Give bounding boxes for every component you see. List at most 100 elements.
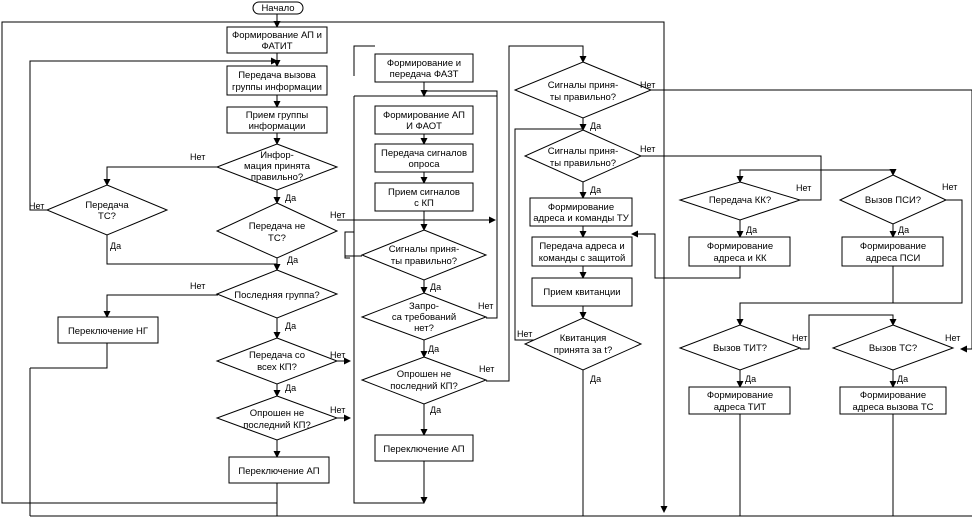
svg-text:правильно?: правильно? (251, 172, 303, 183)
diamond-ts-call: Вызов ТС? (831, 324, 955, 371)
label-no: Нет (640, 80, 655, 90)
label-yes: Да (110, 241, 121, 251)
svg-text:Формирование: Формирование (707, 390, 773, 401)
label-yes: Да (746, 225, 757, 235)
svg-text:са требований: са требований (392, 312, 456, 323)
svg-text:Передача: Передача (85, 200, 129, 211)
svg-text:ТС?: ТС? (98, 211, 116, 222)
label-yes: Да (430, 282, 441, 292)
svg-text:ты правильно?: ты правильно? (550, 158, 616, 169)
svg-text:Формирование: Формирование (548, 202, 614, 213)
svg-text:Прием квитанции: Прием квитанции (543, 287, 620, 298)
label-no: Нет (796, 183, 811, 193)
svg-text:Передача не: Передача не (249, 221, 306, 232)
connectors (1, 14, 972, 517)
svg-text:Формирование АП и: Формирование АП и (232, 30, 322, 41)
svg-text:адреса и КК: адреса и КК (713, 253, 767, 264)
box-send-protected: Передача адреса и команды с защитой (531, 236, 633, 267)
svg-text:Квитанция: Квитанция (560, 333, 607, 344)
svg-text:информации: информации (249, 121, 306, 132)
label-no: Нет (190, 281, 205, 291)
svg-text:всех КП?: всех КП? (257, 362, 297, 373)
label-yes: Да (285, 193, 296, 203)
box-switch-ng: Переключение НГ (57, 316, 159, 344)
svg-text:Формирование АП: Формирование АП (383, 110, 465, 121)
box-recv-kp: Прием сигналов с КП (374, 182, 474, 212)
svg-text:группы информации: группы информации (232, 82, 322, 93)
start-terminal: Начало (252, 1, 304, 15)
box-form-kk: Формирование адреса и КК (688, 236, 791, 267)
svg-text:Запро-: Запро- (409, 301, 439, 312)
box-form-psi: Формирование адреса ПСИ (841, 236, 944, 267)
label-yes: Да (430, 405, 441, 415)
label-no: Нет (190, 152, 205, 162)
svg-text:Формирование: Формирование (860, 390, 926, 401)
branch-labels: Нет Да Нет Да Нет Да Нет Да Нет Да Нет Д… (29, 80, 960, 415)
svg-text:Передача вызова: Передача вызова (238, 70, 316, 81)
diamond-kk: Передача КК? (678, 181, 802, 221)
box-recv-ack: Прием квитанции (531, 277, 633, 307)
svg-text:адреса ПСИ: адреса ПСИ (866, 253, 921, 264)
label-yes: Да (428, 344, 439, 354)
label-no: Нет (330, 210, 345, 220)
svg-text:ты правильно?: ты правильно? (550, 92, 616, 103)
svg-text:Переключение АП: Переключение АП (238, 466, 319, 477)
svg-text:Формирование: Формирование (860, 241, 926, 252)
svg-text:команды с защитой: команды с защитой (539, 253, 626, 264)
label-no: Нет (945, 333, 960, 343)
svg-text:Формирование и: Формирование и (387, 58, 461, 69)
label-no: Нет (478, 301, 493, 311)
svg-text:Инфор-: Инфор- (260, 150, 294, 161)
label-yes: Да (285, 383, 296, 393)
svg-text:Передача КК?: Передача КК? (709, 195, 771, 206)
label-yes: Да (287, 255, 298, 265)
label-yes: Да (590, 121, 601, 131)
svg-text:Сигналы приня-: Сигналы приня- (548, 80, 618, 91)
svg-text:Опрошен не: Опрошен не (250, 408, 304, 419)
svg-text:нет?: нет? (414, 323, 434, 334)
label-yes: Да (745, 374, 756, 384)
svg-text:Переключение АП: Переключение АП (383, 444, 464, 455)
svg-text:Опрошен не: Опрошен не (397, 369, 451, 380)
diamond-not-last-kp-1: Опрошен не последний КП? (215, 395, 339, 441)
label-no: Нет (640, 144, 655, 154)
box-faot: Формирование АП И ФАОТ (374, 105, 474, 135)
box-fazt: Формирование и передача ФАЗТ (374, 53, 474, 83)
svg-text:последний КП?: последний КП? (243, 420, 310, 431)
box-call-group: Передача вызова группы информации (226, 65, 328, 96)
svg-text:И ФАОТ: И ФАОТ (406, 121, 442, 132)
svg-text:опроса: опроса (408, 159, 440, 170)
svg-text:Прием группы: Прием группы (246, 110, 309, 121)
svg-text:Формирование: Формирование (707, 241, 773, 252)
svg-text:адреса ТИТ: адреса ТИТ (714, 402, 767, 413)
box-switch-ap-2: Переключение АП (374, 434, 474, 462)
diamond-info-ok: Инфор- мация принята правильно? (215, 143, 339, 191)
svg-text:Передача сигналов: Передача сигналов (381, 148, 467, 159)
diamond-last-group: Последняя группа? (215, 269, 339, 319)
svg-text:Вызов ТИТ?: Вызов ТИТ? (713, 343, 767, 354)
svg-text:ты правильно?: ты правильно? (391, 256, 457, 267)
svg-text:адреса вызова ТС: адреса вызова ТС (852, 402, 933, 413)
svg-text:передача ФАЗТ: передача ФАЗТ (390, 69, 459, 80)
svg-text:Передача со: Передача со (249, 350, 305, 361)
label-yes: Да (898, 225, 909, 235)
start-label: Начало (261, 3, 294, 14)
label-no: Нет (517, 329, 532, 339)
diamond-sig-ok-2: Сигналы приня- ты правильно? (523, 129, 643, 183)
label-no: Нет (942, 182, 957, 192)
svg-text:Передача адреса и: Передача адреса и (539, 241, 624, 252)
diamond-ts-sent: Передача ТС? (45, 184, 169, 236)
diamond-psi: Вызов ПСИ? (838, 174, 948, 225)
diamond-from-all-kp: Передача со всех КП? (215, 337, 339, 385)
svg-text:ТС?: ТС? (268, 233, 286, 244)
svg-text:с КП: с КП (414, 198, 434, 209)
box-switch-ap-1: Переключение АП (228, 456, 330, 484)
svg-text:принята за t?: принята за t? (554, 345, 613, 356)
svg-text:Последняя группа?: Последняя группа? (234, 290, 319, 301)
box-poll: Передача сигналов опроса (374, 143, 474, 173)
box-recv-group: Прием группы информации (226, 106, 328, 134)
svg-text:Сигналы приня-: Сигналы приня- (548, 146, 618, 157)
diamond-sig-ok-1: Сигналы приня- ты правильно? (513, 61, 653, 119)
diamond-not-ts: Передача не ТС? (215, 202, 339, 259)
